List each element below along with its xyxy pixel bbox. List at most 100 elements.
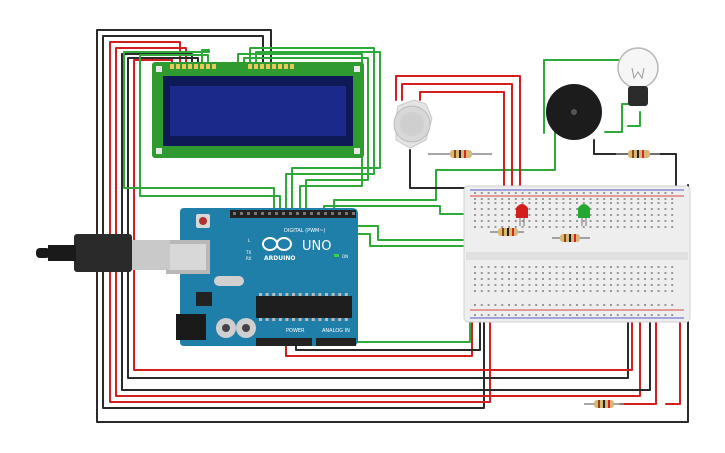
breadboard-hole — [542, 220, 544, 222]
resistor-green-led[interactable] — [552, 234, 590, 242]
breadboard-hole — [474, 214, 476, 216]
wire-red-loop-3[interactable] — [133, 59, 633, 371]
wire-red-sensor-3[interactable] — [419, 91, 505, 197]
rail-hole — [657, 314, 660, 316]
rail-hole — [548, 304, 551, 306]
rail-hole — [657, 192, 660, 194]
wire-red-sensor-2[interactable] — [401, 83, 513, 197]
breadboard-hole — [650, 226, 653, 228]
breadboard-hole — [582, 266, 585, 268]
wire-red-power[interactable] — [285, 309, 473, 357]
breadboard-hole — [603, 202, 606, 204]
wire-green-lcd-1[interactable] — [123, 49, 275, 215]
wire-green-lcd-2[interactable] — [139, 54, 281, 215]
piezo-buzzer[interactable] — [546, 84, 602, 140]
breadboard[interactable] — [463, 185, 691, 323]
breadboard-hole — [535, 290, 538, 292]
breadboard-hole — [616, 208, 619, 210]
wire-black-outer[interactable] — [96, 29, 689, 423]
rail-hole — [562, 198, 565, 200]
usb-cable[interactable] — [36, 234, 170, 272]
breadboard-hole — [521, 290, 524, 292]
breadboard-hole — [555, 208, 558, 210]
breadboard-hole — [650, 278, 653, 280]
breadboard-hole — [569, 202, 572, 204]
arduino-brand: ARDUINO — [264, 255, 295, 262]
breadboard-hole — [671, 290, 674, 292]
lcd-screen — [170, 86, 346, 136]
resistor-bottom[interactable] — [584, 400, 624, 408]
wire-black-loop-4[interactable] — [127, 57, 629, 379]
wire-black-bulb[interactable] — [593, 139, 677, 189]
resistor-sensor[interactable] — [428, 150, 492, 158]
resistor-band — [502, 228, 504, 236]
rail-hole — [528, 304, 531, 306]
wire-green-bulb[interactable] — [627, 111, 641, 127]
breadboard-hole — [487, 220, 490, 222]
usb-jack-inner — [170, 244, 206, 270]
breadboard-hole — [630, 202, 633, 204]
breadboard-hole — [535, 278, 538, 280]
breadboard-hole — [528, 266, 531, 268]
lcd-module[interactable] — [152, 62, 364, 158]
digital-pins — [233, 212, 355, 215]
rail-hole — [508, 314, 510, 316]
wire-green-lcd-4[interactable] — [243, 57, 369, 215]
breadboard-hole — [610, 272, 612, 274]
breadboard-hole — [657, 202, 660, 204]
rail-hole — [542, 304, 544, 306]
breadboard-hole — [508, 208, 510, 210]
breadboard-hole — [562, 220, 565, 222]
lcd-mount-hole — [354, 66, 360, 72]
breadboard-hole — [514, 290, 517, 292]
wire-red-bottom[interactable] — [619, 309, 657, 405]
breadboard-hole — [514, 278, 517, 280]
chip-leg — [285, 293, 289, 296]
wire-black-loop-2[interactable] — [102, 35, 485, 409]
resistor-bulb[interactable] — [616, 150, 660, 158]
breadboard-hole — [474, 284, 476, 286]
rail-hole — [521, 304, 524, 306]
breadboard-hole — [623, 284, 626, 286]
breadboard-hole — [569, 284, 572, 286]
breadboard-hole — [474, 226, 476, 228]
rail-hole — [494, 304, 497, 306]
breadboard-hole — [480, 214, 483, 216]
resistor-band — [574, 234, 576, 242]
header-pin — [338, 212, 341, 215]
rail-hole — [650, 192, 653, 194]
breadboard-hole — [623, 272, 626, 274]
header-pin — [317, 212, 320, 215]
breadboard-hole — [501, 208, 504, 210]
wire-red-loop-2[interactable] — [115, 47, 641, 397]
rail-hole — [616, 314, 619, 316]
breadboard-hole — [521, 220, 524, 222]
breadboard-hole — [562, 266, 565, 268]
wire-green-lcd-6[interactable] — [255, 51, 381, 215]
breadboard-hole — [569, 220, 572, 222]
resistor-band — [454, 150, 456, 158]
breadboard-hole — [596, 226, 599, 228]
breadboard-hole — [582, 220, 585, 222]
wire-green-buzzer-2[interactable] — [333, 119, 556, 215]
breadboard-hole — [596, 208, 599, 210]
wire-red-sensor-1[interactable] — [395, 75, 521, 197]
rail-hole — [542, 198, 544, 200]
rail-hole — [616, 198, 619, 200]
breadboard-hole — [474, 278, 476, 280]
resistor-red-led[interactable] — [490, 228, 524, 236]
light-bulb[interactable] — [617, 47, 659, 106]
breadboard-hole — [542, 266, 544, 268]
arduino-uno[interactable]: UNO ARDUINO DIGITAL (PWM~) POWER ANALOG … — [166, 208, 358, 346]
rail-hole — [474, 314, 476, 316]
wire-green-lcd-5[interactable] — [249, 47, 375, 215]
wire-red-outer[interactable] — [109, 41, 491, 403]
green-led[interactable] — [578, 204, 590, 226]
breadboard-hole — [664, 266, 667, 268]
breadboard-hole — [569, 266, 572, 268]
breadboard-hole — [623, 278, 626, 280]
gas-sensor[interactable] — [393, 99, 433, 149]
infinity-right-icon — [276, 237, 292, 251]
red-led[interactable] — [516, 204, 528, 226]
breadboard-hole — [616, 226, 619, 228]
